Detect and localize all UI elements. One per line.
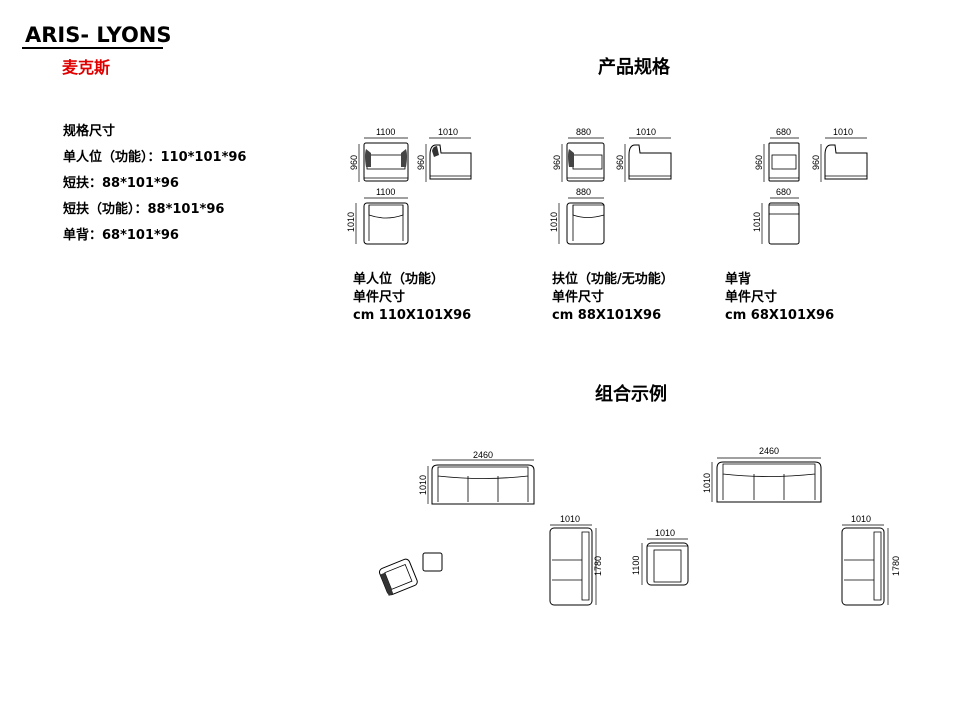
dim-top-width: 1100 xyxy=(376,187,395,197)
module-label-single-seat: 单人位（功能） 单件尺寸 cm 110X101X96 xyxy=(353,271,471,325)
center-chair-plan: 1010 1100 xyxy=(631,528,689,586)
dim-front-width: 1100 xyxy=(376,127,395,137)
armchair-ottoman-plan xyxy=(379,558,418,596)
right-chaise-plan: 1010 1780 xyxy=(841,514,901,606)
module-name: 扶位（功能/无功能） xyxy=(552,272,674,287)
dim-side-depth: 1010 xyxy=(438,127,458,137)
module-name: 单背 xyxy=(725,272,752,287)
left-chaise-plan: 1010 1780 xyxy=(549,514,603,606)
dim-top-width: 680 xyxy=(776,187,791,197)
module-size-label: 单件尺寸 xyxy=(552,290,605,305)
left-sofa-plan: 2460 1010 xyxy=(418,450,535,505)
module-dims: cm 88X101X96 xyxy=(552,308,662,323)
module-name: 单人位（功能） xyxy=(353,272,445,287)
module-arm-drawing: 880 960 1010 960 880 1010 xyxy=(549,127,672,245)
dim-side-height: 960 xyxy=(615,155,625,170)
combo-examples-title: 组合示例 xyxy=(595,384,667,405)
dim-center-chair-depth: 1100 xyxy=(631,556,641,575)
dim-left-chaise-width: 1010 xyxy=(560,514,580,524)
dim-right-sofa-depth: 1010 xyxy=(702,473,712,493)
ottoman-plan xyxy=(422,552,443,572)
spec-item: 单人位（功能）：110*101*96 xyxy=(63,150,247,165)
dim-height: 960 xyxy=(754,155,764,170)
dim-left-sofa-depth: 1010 xyxy=(418,475,428,495)
dim-front-width: 680 xyxy=(776,127,791,137)
spec-list: 规格尺寸 单人位（功能）：110*101*96 短扶：88*101*96 短扶（… xyxy=(63,119,246,249)
spec-heading: 规格尺寸 xyxy=(63,124,116,139)
module-single-seat-drawing: 1100 960 1010 960 1100 1010 xyxy=(346,127,472,245)
dim-side-height: 960 xyxy=(416,155,426,170)
dim-left-sofa-width: 2460 xyxy=(473,450,493,460)
dim-top-depth: 1010 xyxy=(752,212,762,232)
module-back-drawing: 680 960 1010 960 680 1010 xyxy=(752,127,868,245)
module-label-arm: 扶位（功能/无功能） 单件尺寸 cm 88X101X96 xyxy=(552,271,674,325)
spec-item: 单背：68*101*96 xyxy=(63,228,179,243)
brand-title: ARIS- LYONS xyxy=(25,23,172,47)
combination-floor-plans: 2460 1010 1010 1780 1010 1100 xyxy=(379,446,901,606)
dim-top-width: 880 xyxy=(576,187,591,197)
right-sofa-plan: 2460 1010 xyxy=(702,446,822,503)
dim-right-chaise-length: 1780 xyxy=(891,556,901,576)
dim-side-height: 960 xyxy=(811,155,821,170)
dim-right-sofa-width: 2460 xyxy=(759,446,779,456)
spec-item: 短扶（功能）：88*101*96 xyxy=(63,202,225,217)
module-size-label: 单件尺寸 xyxy=(353,290,406,305)
dim-left-chaise-length: 1780 xyxy=(593,556,603,576)
dim-top-depth: 1010 xyxy=(346,212,356,232)
module-label-back: 单背 单件尺寸 cm 68X101X96 xyxy=(725,271,834,325)
dim-height: 960 xyxy=(552,155,562,170)
dim-front-width: 880 xyxy=(576,127,591,137)
dim-center-chair-width: 1010 xyxy=(655,528,675,538)
dim-height: 960 xyxy=(349,155,359,170)
brand-subtitle: 麦克斯 xyxy=(62,58,111,77)
spec-item: 短扶：88*101*96 xyxy=(63,176,179,191)
dim-side-depth: 1010 xyxy=(833,127,853,137)
dim-side-depth: 1010 xyxy=(636,127,656,137)
module-size-label: 单件尺寸 xyxy=(725,290,778,305)
product-specs-title: 产品规格 xyxy=(598,57,670,78)
dim-right-chaise-width: 1010 xyxy=(851,514,871,524)
module-dims: cm 68X101X96 xyxy=(725,308,835,323)
dim-top-depth: 1010 xyxy=(549,212,559,232)
module-dims: cm 110X101X96 xyxy=(353,308,472,323)
brand-underline xyxy=(22,47,163,49)
